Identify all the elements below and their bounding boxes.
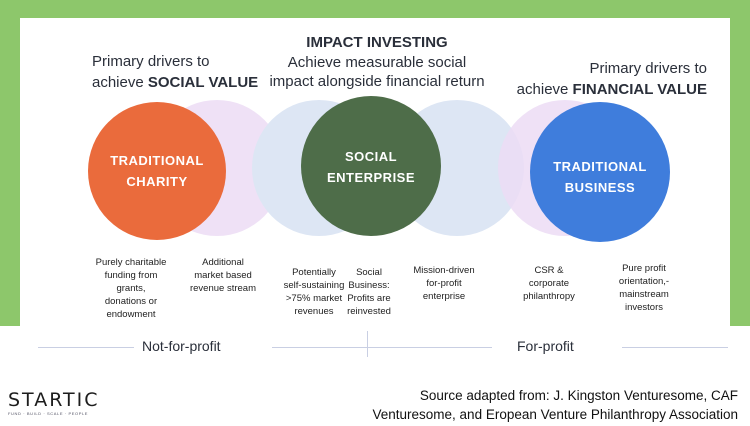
social-enterprise-label: SOCIAL ENTERPRISE [326, 149, 416, 185]
business-circle [530, 102, 670, 242]
business-label: TRADITIONAL BUSINESS [553, 159, 647, 195]
impact-investing-subtitle: Achieve measurable social impact alongsi… [269, 54, 485, 90]
axis-divider [367, 331, 368, 357]
impact-investing-title: IMPACT INVESTING [306, 34, 448, 51]
financial-value-drivers: Primary drivers to achieve FINANCIAL VAL… [516, 60, 707, 98]
source-citation: Source adapted from: J. Kingston Venture… [372, 388, 739, 422]
logo-wordmark: STARTIC [8, 389, 100, 411]
slide-panel: TRADITIONAL CHARITY SOCIAL ENTERPRISE TR… [20, 18, 730, 358]
for-profit-label: For-profit [517, 338, 574, 354]
axis-line-right [622, 347, 728, 348]
social-enterprise-circle [301, 96, 441, 236]
startic-logo: STARTIC FUND · BUILD · SCALE · PEOPLE [8, 389, 118, 416]
axis-line-center [272, 347, 492, 348]
descriptor-csr: CSR &corporate philanthropy [523, 265, 575, 302]
not-for-profit-label: Not-for-profit [142, 338, 221, 354]
social-value-drivers: Primary drivers to achieve SOCIAL VALUE [92, 53, 259, 91]
axis-line-left [38, 347, 134, 348]
charity-circle [88, 102, 226, 240]
charity-label: TRADITIONAL CHARITY [110, 153, 204, 189]
logo-tagline: FUND · BUILD · SCALE · PEOPLE [8, 411, 89, 416]
